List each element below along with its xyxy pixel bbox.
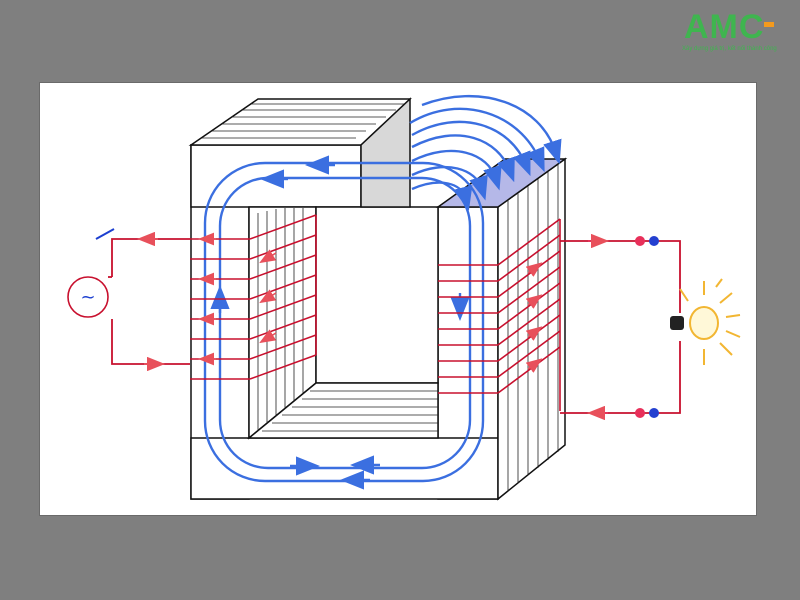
transformer-diagram: ~ bbox=[67, 94, 741, 501]
logo-wordmark: AMC bbox=[684, 8, 765, 46]
logo-tagline: Xây dựng giá trị, kết nối thành công bbox=[682, 46, 777, 52]
primary-circuit bbox=[111, 231, 190, 372]
ac-source-symbol: ~ bbox=[80, 287, 95, 308]
core-laminations bbox=[202, 103, 559, 491]
secondary-winding bbox=[438, 218, 561, 411]
ac-source-icon: ~ bbox=[67, 276, 109, 318]
switch-icon[interactable] bbox=[95, 228, 115, 240]
primary-winding bbox=[190, 214, 317, 380]
transformer-diagram-panel: ~ bbox=[39, 82, 757, 516]
logo-accent-bar bbox=[764, 22, 774, 27]
brand-logo: AMC Xây dựng giá trị, kết nối thành công bbox=[676, 8, 794, 60]
lamp-icon bbox=[670, 278, 741, 365]
terminals bbox=[635, 236, 659, 418]
magnetic-flux-lines bbox=[203, 94, 562, 490]
secondary-circuit bbox=[560, 233, 681, 421]
